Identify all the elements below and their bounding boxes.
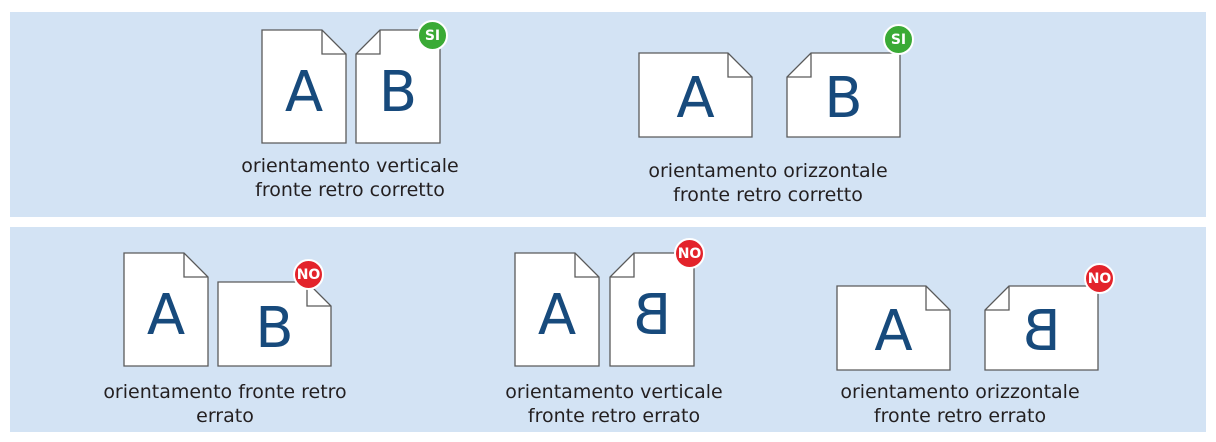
page-front: A — [261, 29, 347, 144]
correct-badge: SI — [417, 20, 448, 51]
page-portrait-icon — [261, 29, 347, 144]
caption-line-1: orientamento verticale — [241, 155, 459, 177]
page-letter: A — [284, 60, 324, 125]
page-letter: B — [378, 60, 418, 125]
page-letter: A — [537, 283, 577, 348]
page-letter: B — [824, 66, 863, 131]
page-front: A — [638, 52, 753, 138]
page-letter: A — [146, 283, 186, 348]
mirrored-page-letter: B — [632, 283, 672, 348]
page-landscape-icon — [836, 285, 951, 371]
wrong-badge: NO — [1084, 263, 1115, 294]
caption-line-2: fronte retro corretto — [255, 179, 445, 201]
page-portrait-icon — [123, 252, 209, 367]
page-back: B — [217, 281, 332, 367]
wrong-badge: NO — [293, 259, 324, 290]
page-letter: A — [874, 299, 913, 364]
caption-line-2: fronte retro errato — [527, 405, 701, 427]
page-portrait-icon — [514, 252, 600, 367]
caption-line-1: orientamento fronte retro — [103, 381, 347, 403]
page-portrait-folded-icon — [355, 29, 441, 144]
caption-line-2: fronte retro errato — [873, 405, 1047, 427]
caption: orientamento verticale fronte retro corr… — [200, 154, 500, 202]
caption-line-2: errato — [196, 405, 254, 427]
caption: orientamento orizzontale fronte retro er… — [810, 380, 1110, 428]
caption-line-2: fronte retro corretto — [673, 184, 863, 206]
caption: orientamento orizzontale fronte retro co… — [618, 159, 918, 207]
caption-line-1: orientamento orizzontale — [648, 160, 888, 182]
page-back: B — [355, 29, 441, 144]
page-landscape-icon — [217, 281, 332, 367]
page-front: A — [123, 252, 209, 367]
caption-line-1: orientamento orizzontale — [840, 381, 1080, 403]
correct-badge: SI — [883, 24, 914, 55]
page-back: B — [786, 52, 901, 138]
page-landscape-icon — [638, 52, 753, 138]
caption: orientamento verticale fronte retro erra… — [464, 380, 764, 428]
caption: orientamento fronte retro errato — [75, 380, 375, 428]
page-landscape-folded-icon — [984, 285, 1099, 371]
mirrored-page-letter: B — [1022, 299, 1061, 364]
wrong-badge: NO — [674, 238, 705, 269]
page-front: A — [836, 285, 951, 371]
page-back: B — [984, 285, 1099, 371]
page-landscape-folded-icon — [786, 52, 901, 138]
caption-line-1: orientamento verticale — [505, 381, 723, 403]
page-letter: B — [255, 296, 294, 361]
page-back: B — [609, 252, 695, 367]
page-front: A — [514, 252, 600, 367]
top-panel — [10, 12, 1206, 217]
page-letter: A — [676, 66, 715, 131]
